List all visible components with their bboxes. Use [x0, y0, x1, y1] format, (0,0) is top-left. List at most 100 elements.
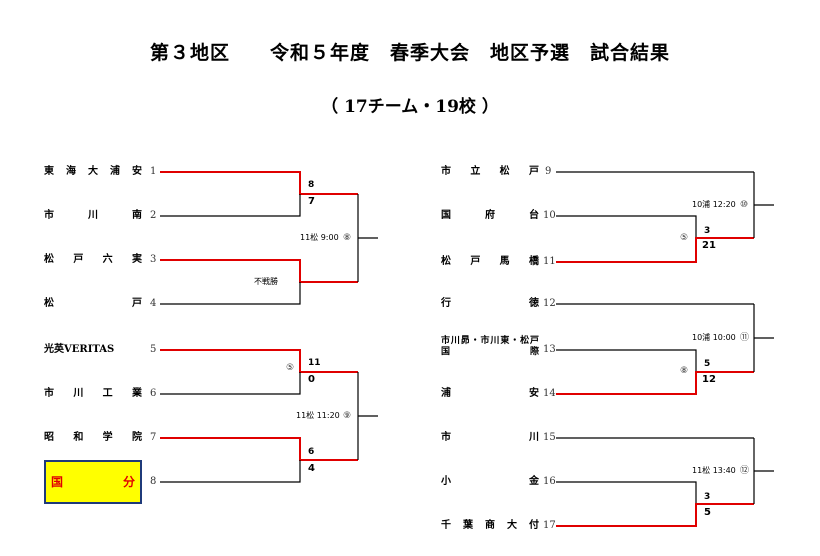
team-entry: 市川南	[44, 208, 142, 224]
match-number: ⑪	[740, 333, 750, 343]
team-name: 松戸	[44, 298, 142, 309]
lose-line	[556, 215, 697, 238]
team-seed: 9	[545, 166, 552, 177]
team-entry: 市川昴・市川東・松戸国際	[441, 336, 539, 358]
team-name: 光英VERITAS	[44, 344, 115, 355]
team-entry: 国府台	[441, 208, 539, 224]
team-entry: 松戸馬橋	[441, 254, 539, 270]
match-number: ⑤	[286, 363, 295, 373]
score-bottom: 0	[308, 374, 315, 385]
lose-line	[160, 194, 301, 217]
match-number: ⑧	[680, 366, 689, 376]
right-bracket	[556, 171, 774, 527]
team-seed: 17	[543, 520, 556, 531]
score-bottom: 7	[308, 196, 315, 207]
score-bottom: 21	[702, 240, 716, 251]
team-seed: 16	[543, 476, 556, 487]
score-top: 8	[308, 180, 315, 190]
team-seed: 14	[543, 388, 556, 399]
match-info: 11松 9:00	[300, 233, 339, 242]
team-seed: 15	[543, 432, 556, 443]
score-top: 6	[308, 447, 315, 457]
team-seed: 13	[543, 344, 556, 355]
team-seed: 4	[150, 298, 157, 309]
team-seed: 1	[150, 166, 157, 177]
team-name: 市川	[441, 432, 539, 443]
score-bottom: 4	[308, 463, 315, 474]
match-number: ⑧	[343, 233, 352, 243]
win-line	[160, 349, 358, 373]
semi-line	[753, 304, 774, 372]
page-title: 第３地区 令和５年度 春季大会 地区予選 試合結果	[149, 42, 670, 64]
team-entry: 市川工業	[44, 386, 142, 402]
team-entry: 浦安	[441, 386, 539, 402]
match-number: ⑨	[343, 411, 352, 421]
team-entry: 東海大浦安	[44, 164, 142, 180]
team-entry: 松戸六実	[44, 252, 142, 268]
highlighted-team-box: 国分	[44, 460, 142, 504]
team-entry: 松戸	[44, 296, 142, 312]
team-seed: 8	[150, 476, 157, 487]
score-bottom: 5	[704, 507, 711, 518]
team-entry: 市立松戸	[441, 164, 539, 180]
match-info: 10浦 12:20	[692, 200, 736, 209]
match-info: 10浦 10:00	[692, 333, 736, 342]
team-seed: 10	[543, 210, 556, 221]
lose-line	[556, 349, 697, 372]
match-info: 11松 11:20	[296, 411, 340, 420]
team-entry: 昭和学院	[44, 430, 142, 446]
team-name: 浦安	[441, 388, 539, 399]
win-line	[556, 371, 754, 395]
match-number: ⑩	[740, 200, 749, 210]
score-top: 5	[704, 359, 711, 369]
win-line	[556, 503, 754, 527]
team-name: 小金	[441, 476, 539, 487]
team-name: 松戸馬橋	[441, 256, 539, 267]
team-entry: 小金	[441, 474, 539, 490]
left-bracket	[160, 171, 378, 483]
team-seed: 12	[543, 298, 556, 309]
lose-line	[556, 481, 697, 504]
team-name: 国分	[51, 475, 135, 489]
score-top: 3	[704, 226, 711, 236]
match-info: 11松 13:40	[692, 466, 736, 475]
team-entry: 市川	[441, 430, 539, 446]
win-line	[556, 237, 754, 263]
match-note: 不戦勝	[254, 277, 278, 286]
team-name: 市川昴・市川東・松戸国際	[441, 336, 539, 357]
lose-line	[160, 282, 301, 305]
win-line	[160, 171, 358, 195]
lose-line	[160, 372, 301, 395]
team-entry: 千葉商大付	[441, 518, 539, 534]
lose-line	[160, 460, 301, 483]
match-number: ⑤	[680, 233, 689, 243]
team-entry: 行徳	[441, 296, 539, 312]
semi-line	[753, 438, 774, 504]
win-line	[160, 437, 358, 461]
team-name: 東海大浦安	[44, 166, 142, 177]
score-bottom: 12	[702, 374, 716, 385]
team-name: 市川工業	[44, 388, 142, 399]
semi-line	[753, 172, 774, 238]
semi-line	[357, 194, 378, 282]
team-name: 松戸六実	[44, 254, 142, 265]
team-name: 市川南	[44, 210, 142, 221]
team-seed: 3	[150, 254, 157, 265]
score-top: 11	[308, 358, 321, 368]
team-name: 千葉商大付	[441, 520, 539, 531]
team-seed: 7	[150, 432, 157, 443]
team-seed: 11	[543, 256, 556, 267]
team-seed: 5	[150, 344, 157, 355]
match-number: ⑫	[740, 466, 750, 476]
team-name: 国府台	[441, 210, 539, 221]
team-seed: 6	[150, 388, 157, 399]
team-name: 行徳	[441, 298, 539, 309]
team-name: 市立松戸	[441, 166, 539, 177]
score-top: 3	[704, 492, 711, 502]
team-seed: 2	[150, 210, 157, 221]
page-subtitle: （ 17チーム・19校 ）	[321, 97, 499, 117]
win-line	[160, 259, 358, 283]
team-entry: 光英VERITAS	[44, 342, 142, 358]
semi-line	[357, 372, 378, 460]
